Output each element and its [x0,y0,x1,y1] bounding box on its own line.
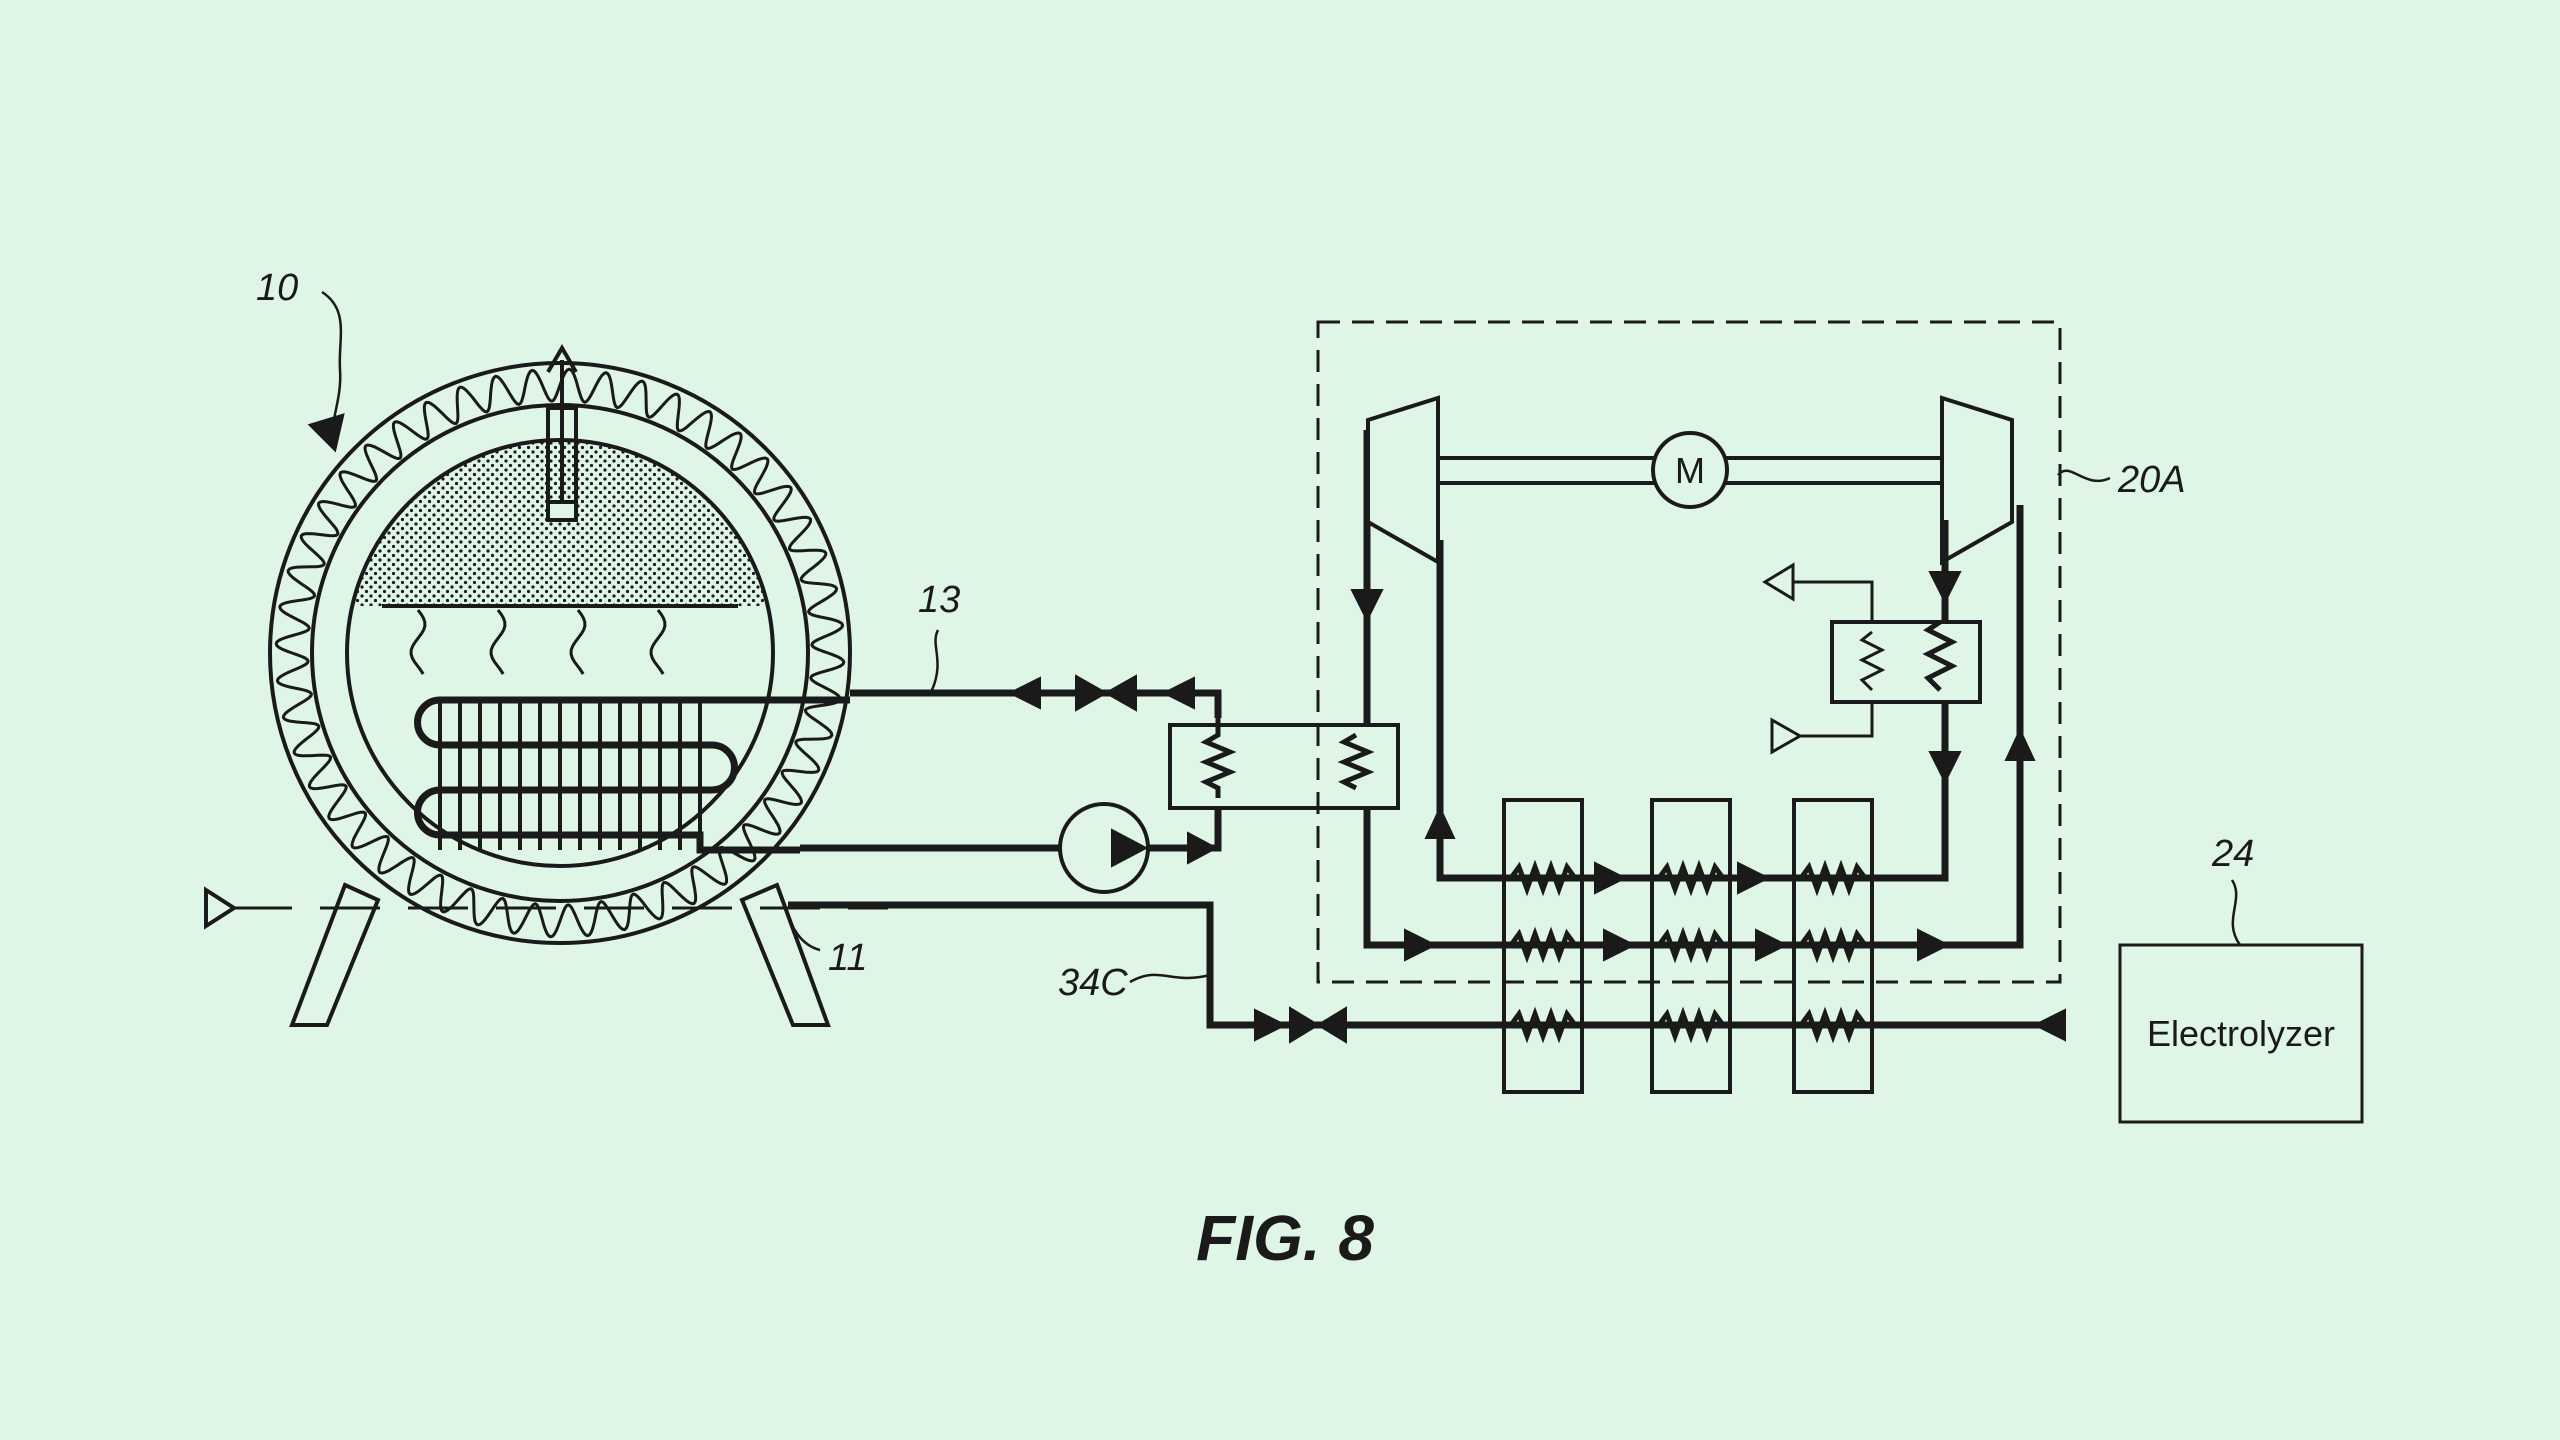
ref-11: 11 [828,937,867,979]
flow-arrow-icon [1603,928,1637,962]
ref-13: 13 [918,579,960,621]
coolant-in [1800,702,1874,738]
electrolyzer-box [2118,943,2364,1124]
vent-arrow-icon [546,344,578,374]
aftercooler-coil-left [1858,630,1886,692]
vent-valve [546,500,578,522]
line-13-fittings [1007,674,1195,712]
fill-inlet-arrow-icon [204,886,238,930]
pump-arrow-icon [1111,828,1149,868]
storage-tank [204,344,888,1027]
hx-column-1 [1502,798,1584,1094]
electrolyzer-label: Electrolyzer [2147,1013,2335,1054]
expander [1366,395,1440,566]
heat-exchanger-stack [1502,798,1874,1094]
flow-arrow-icon [2004,727,2036,761]
heating-coil-fins [438,700,702,850]
tank-leg-left [289,882,381,1027]
flow-arrow-icon [1350,589,1384,623]
coolant-out-arrow-icon [1762,562,1795,602]
tank-leg-right [739,882,831,1027]
hx-column-3 [1792,798,1874,1094]
leader-13 [930,629,940,691]
hx-column-2 [1650,798,1732,1094]
valve-icon [1075,674,1137,712]
flow-arrow-icon [1928,571,1962,605]
aftercooler [1830,620,1982,704]
leader-24 [2230,879,2242,946]
flow-arrow-icon [1187,831,1219,865]
figure-caption: FIG. 8 [1196,1202,1374,1274]
flow-arrow-icon [1594,861,1628,895]
flow-arrow-icon [1254,1008,1288,1042]
coolant-out [1790,580,1874,622]
ref-24: 24 [2211,833,2254,875]
compressor [1940,395,2014,566]
line-11 [788,901,1990,1029]
insulation-wave [274,367,846,939]
leader-20A [2057,469,2111,482]
flow-arrow-icon [1737,861,1771,895]
flow-arrow-icon [1161,676,1195,710]
ref-20A: 20A [2117,459,2186,501]
flow-arrow-icon [1007,676,1041,710]
refrigeration-unit-20A [1316,320,2062,984]
flow-arrow-icon [1917,928,1951,962]
line-13 [850,689,1222,718]
pump-line [800,790,1222,852]
coolant-in-arrow-icon [1770,717,1804,755]
motor [1651,431,1729,509]
intermediate-heat-exchanger [1168,718,1400,810]
cryogenic-pump [1058,757,1234,894]
leader-11 [784,907,821,952]
leader-10-arrow-icon [307,413,345,453]
hx-coil-left [1199,718,1237,798]
unit-boundary [1316,320,2062,984]
flow-arrow-icon [1424,805,1456,839]
heating-coil [414,696,850,854]
flow-arrow-icon [1928,751,1962,785]
hx-coil-right [1337,732,1375,791]
motor-label: M [1675,450,1705,491]
leader-34C [1129,973,1211,984]
hx-coils [1508,859,1868,1044]
aftercooler-coil-right [1922,619,1958,692]
boil-off-wisps [409,609,667,675]
ref-10: 10 [256,267,298,309]
flow-arrow-icon [1755,928,1789,962]
flow-arrow-icon [1404,928,1438,962]
ref-34C: 34C [1058,962,1128,1004]
valve-icon [1289,1006,1347,1044]
leader-lines [307,290,2242,984]
